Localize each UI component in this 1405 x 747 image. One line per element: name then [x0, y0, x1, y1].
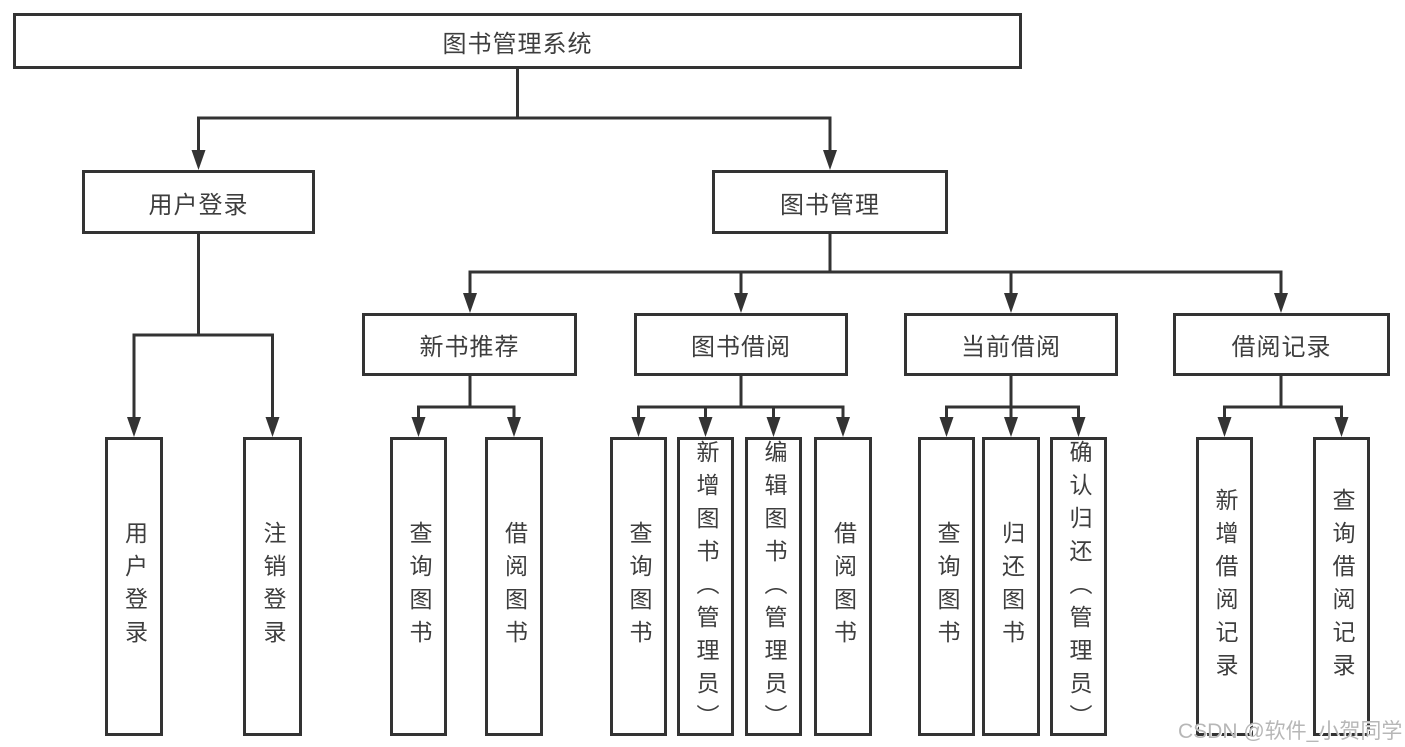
- arrowhead: [1334, 417, 1349, 437]
- csdn-watermark: CSDN @软件_小贺同学: [1178, 720, 1403, 743]
- arrowhead: [766, 417, 781, 437]
- leaf-add-book-admin: 新增图书（管理员）: [677, 437, 734, 737]
- connector-new-book-recommend: [411, 374, 521, 437]
- leaf-borrow-books-recommend: 借阅图书: [485, 437, 543, 736]
- leaf-query-books-borrow: 查询图书: [610, 437, 667, 736]
- arrowhead: [191, 150, 206, 170]
- connector-borrow-records: [1217, 374, 1349, 437]
- node-user-login: 用户登录: [82, 170, 315, 234]
- leaf-edit-book-admin: 编辑图书（管理员）: [745, 437, 802, 737]
- arrowhead: [463, 293, 477, 313]
- arrowhead: [823, 150, 837, 170]
- leaf-borrow-books: 借阅图书: [814, 437, 872, 736]
- connector-current-borrow: [939, 374, 1086, 437]
- arrowhead: [1004, 293, 1018, 313]
- arrowhead: [1004, 417, 1018, 437]
- arrowhead: [631, 417, 646, 437]
- leaf-add-borrow-record: 新增借阅记录: [1196, 437, 1253, 736]
- node-book-management-system: 图书管理系统: [13, 13, 1022, 69]
- arrowhead: [265, 417, 280, 437]
- arrowhead: [939, 417, 954, 437]
- arrowhead: [127, 417, 141, 437]
- arrowhead: [1274, 293, 1288, 313]
- connector-book-management: [463, 232, 1288, 313]
- node-book-management: 图书管理: [712, 170, 948, 234]
- node-current-borrow: 当前借阅: [904, 313, 1118, 376]
- arrowhead: [698, 417, 713, 437]
- connector-root: [191, 67, 837, 170]
- leaf-user-login: 用户登录: [105, 437, 163, 736]
- arrowhead: [1217, 417, 1232, 437]
- arrowhead: [411, 417, 426, 437]
- leaf-logout: 注销登录: [243, 437, 302, 736]
- leaf-return-book: 归还图书: [982, 437, 1040, 736]
- node-borrow-records: 借阅记录: [1173, 313, 1390, 376]
- arrowhead: [836, 417, 850, 437]
- leaf-query-books-recommend: 查询图书: [390, 437, 447, 736]
- leaf-confirm-return-admin: 确认归还（管理员）: [1050, 437, 1107, 737]
- arrowhead: [1071, 417, 1086, 437]
- node-book-borrow: 图书借阅: [634, 313, 848, 376]
- leaf-query-books-current: 查询图书: [918, 437, 975, 736]
- node-new-book-recommend: 新书推荐: [362, 313, 577, 376]
- arrowhead: [734, 293, 748, 313]
- connector-book-borrow: [631, 374, 850, 437]
- leaf-query-borrow-record: 查询借阅记录: [1313, 437, 1370, 736]
- connector-user-login: [127, 232, 280, 437]
- arrowhead: [507, 417, 521, 437]
